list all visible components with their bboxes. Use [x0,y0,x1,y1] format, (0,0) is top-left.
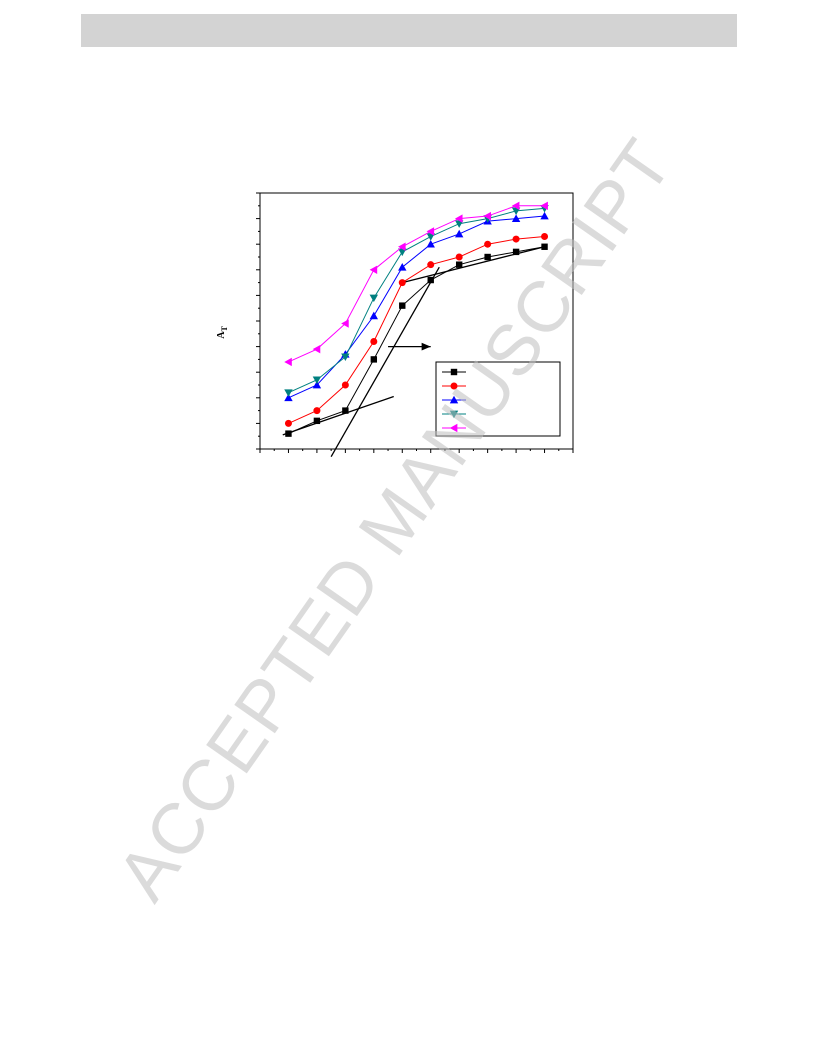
series-line [288,207,545,394]
data-point [369,265,378,274]
page-header-bar [81,14,737,47]
data-point [369,294,379,303]
data-point [455,261,463,268]
series-5 [284,201,548,367]
data-point [454,229,464,238]
legend-entry [442,368,466,376]
data-point [426,227,435,236]
series-line [288,215,545,399]
data-point [426,233,435,241]
data-point [454,214,463,223]
data-point [540,201,548,210]
legend-entry [442,423,466,433]
legend-marker [449,423,458,433]
legend-marker [450,382,458,390]
data-point [512,235,520,243]
series-line [288,205,545,363]
data-point [398,279,406,287]
data-point [284,419,292,427]
y-axis-label: AT [215,326,229,339]
data-point [511,207,521,216]
data-point [342,407,349,414]
data-point [484,253,491,261]
data-point [284,389,293,397]
data-point [341,381,349,389]
fit-line [402,246,545,284]
fit-line [282,395,394,436]
data-point [370,337,378,345]
data-point [312,344,321,354]
legend-entry [442,410,466,419]
data-point [313,417,321,425]
legend-entry [442,382,466,390]
data-point [483,211,491,221]
data-point [341,319,349,328]
series-line [288,236,545,424]
series-1 [285,243,548,437]
data-point [512,248,520,256]
data-point [455,253,463,261]
data-point [370,356,378,363]
data-point [511,214,521,222]
data-point [540,211,549,220]
data-point [484,240,492,248]
data-point [312,380,322,389]
series-line [288,246,545,435]
data-point [369,311,379,320]
data-point [285,430,292,437]
fit-line [330,266,440,458]
data-point [399,302,406,309]
data-point [426,240,435,248]
data-point [341,353,350,362]
legend-marker [449,395,459,404]
data-point [398,242,406,251]
data-point [398,248,407,257]
data-point [427,261,435,269]
series-2 [284,233,549,427]
legend-entry [442,395,466,404]
data-point [427,276,434,284]
legend-marker [450,368,458,376]
legend-marker [449,410,459,419]
data-point [284,393,293,402]
data-point [312,376,322,385]
data-point [541,233,549,241]
data-point [454,220,464,228]
data-point [284,357,292,367]
data-point [541,243,548,250]
data-point [398,263,407,271]
data-point [313,407,321,415]
data-point [511,201,520,210]
